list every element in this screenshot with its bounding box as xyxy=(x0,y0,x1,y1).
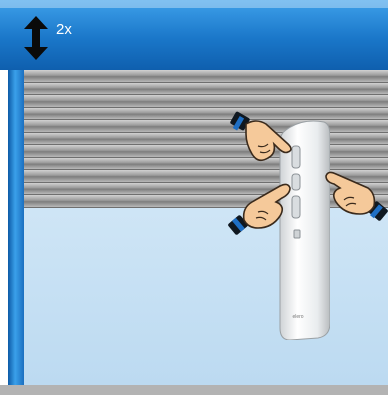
shutter-slat xyxy=(24,83,388,96)
up-down-arrow-icon xyxy=(22,16,50,60)
shutter-slat xyxy=(24,120,388,133)
repeat-count-label: 2x xyxy=(56,21,72,38)
shutter-slat xyxy=(24,133,388,146)
pointing-hand-icon xyxy=(228,178,298,244)
shutter-slat xyxy=(24,70,388,83)
shutter-slat xyxy=(24,108,388,121)
pointing-hand-icon xyxy=(230,104,300,166)
shutter-slat xyxy=(24,95,388,108)
shutter-slat xyxy=(24,145,388,158)
header-bar: 2x xyxy=(0,0,388,70)
remote-brand: elero xyxy=(292,314,303,320)
pointing-hand-icon xyxy=(318,160,388,226)
shutter-guide-rail xyxy=(8,70,24,385)
bottom-strip xyxy=(0,385,388,395)
header-shine xyxy=(0,0,388,8)
